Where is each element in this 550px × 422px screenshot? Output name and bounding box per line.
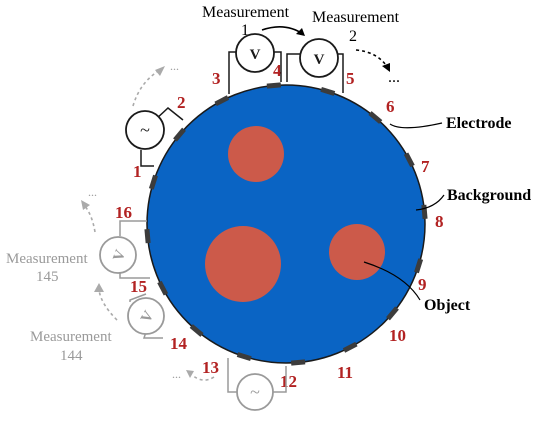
object-top — [228, 126, 284, 182]
electrode-6 — [368, 111, 383, 124]
object-leader — [363, 261, 421, 301]
electrode-3 — [214, 95, 230, 107]
electrode-number-6: 6 — [386, 97, 395, 116]
voltmeter-1-letter: V — [250, 47, 261, 63]
label-background: Background — [447, 187, 531, 204]
electrode-number-13: 13 — [202, 358, 219, 377]
measurement-2-arrowhead — [382, 63, 390, 72]
voltmeter-145-letter: V — [111, 248, 130, 264]
measurement-144-index: 144 — [60, 348, 83, 364]
source-symbol-bottom — [236, 373, 274, 411]
electrode-number-15: 15 — [130, 277, 147, 296]
current-source-1-2: ~ — [125, 107, 184, 167]
electrode-16 — [144, 228, 151, 244]
electrode-numbers: 1 2 3 4 5 6 7 8 9 10 11 12 13 14 15 16 — [115, 61, 444, 391]
electrode-14 — [189, 324, 204, 337]
background-leader — [415, 194, 445, 211]
grey-arrow-bottom — [191, 374, 215, 381]
electrode-number-12: 12 — [280, 372, 297, 391]
measurement-2-title: Measurement — [312, 9, 400, 26]
electrode-number-4: 4 — [273, 61, 282, 80]
electrode-leader — [389, 122, 443, 129]
electrode-15 — [157, 280, 169, 296]
voltmeter-2: V — [286, 38, 344, 93]
source-symbol-top — [125, 110, 165, 150]
electrode-number-10: 10 — [389, 326, 406, 345]
voltmeter-1: V — [228, 33, 282, 94]
electrode-number-9: 9 — [418, 275, 427, 294]
measurement-145-arrow — [83, 204, 96, 233]
voltmeter-2-symbol — [299, 38, 339, 78]
source-tilde-bottom: ~ — [250, 382, 260, 402]
electrode-number-16: 16 — [115, 203, 132, 222]
electrode-number-5: 5 — [346, 69, 355, 88]
measurement-1-arrowhead — [296, 28, 305, 36]
electrode-number-3: 3 — [212, 69, 221, 88]
electrode-7 — [403, 152, 415, 168]
voltmeter-144: V — [127, 293, 165, 339]
electrode-number-14: 14 — [170, 334, 188, 353]
electrode-2 — [173, 127, 186, 142]
measurement-1-arrow — [261, 26, 304, 35]
object-right — [329, 224, 385, 280]
electrode-1 — [148, 174, 158, 190]
electrode-4 — [266, 82, 282, 89]
measurement-144-arrow — [98, 289, 118, 321]
electrode-number-11: 11 — [337, 363, 353, 382]
label-object: Object — [424, 297, 471, 314]
grey-ellipsis-bottom: ... — [172, 367, 181, 381]
electrode-10 — [386, 306, 399, 321]
electrode-number-2: 2 — [177, 93, 186, 112]
electrodes — [144, 82, 428, 366]
measurement-2-index: 2 — [349, 28, 357, 45]
electrode-number-1: 1 — [133, 162, 142, 181]
voltmeter-2-letter: V — [314, 52, 325, 68]
grey-arrowhead-bottom — [186, 370, 194, 378]
source-tilde-top: ~ — [140, 120, 150, 140]
electrode-5 — [320, 86, 336, 96]
grey-arrowhead-top — [155, 66, 165, 76]
measurement-144-arrowhead — [94, 283, 104, 292]
domain-background — [146, 84, 426, 364]
current-source-12-13: ~ — [227, 358, 287, 411]
measurement-2-ellipsis: ... — [388, 69, 400, 86]
measurement-145-ellipsis: ... — [88, 185, 97, 199]
voltmeter-144-symbol — [127, 297, 165, 335]
measurement-2-arrow — [355, 49, 389, 69]
grey-ellipsis-top: ... — [170, 59, 179, 73]
measurement-145-title: Measurement — [6, 251, 88, 267]
electrode-12 — [290, 359, 306, 366]
electrode-11 — [342, 341, 358, 353]
measurement-145-index: 145 — [36, 269, 59, 285]
measurement-144-title: Measurement — [30, 329, 112, 345]
object-bottom-left — [205, 226, 281, 302]
electrode-number-7: 7 — [421, 157, 430, 176]
measurement-1-title: Measurement — [202, 4, 290, 21]
electrode-9 — [414, 258, 424, 274]
voltmeter-145: V — [99, 220, 150, 279]
voltmeter-1-symbol — [235, 33, 275, 73]
grey-arrow-top — [132, 69, 161, 107]
electrode-13 — [236, 352, 252, 362]
measurement-145-arrowhead — [81, 200, 90, 210]
electrode-number-8: 8 — [435, 212, 444, 231]
measurement-1-index: 1 — [241, 22, 249, 39]
label-electrode: Electrode — [446, 115, 511, 132]
voltmeter-145-symbol — [99, 236, 137, 274]
